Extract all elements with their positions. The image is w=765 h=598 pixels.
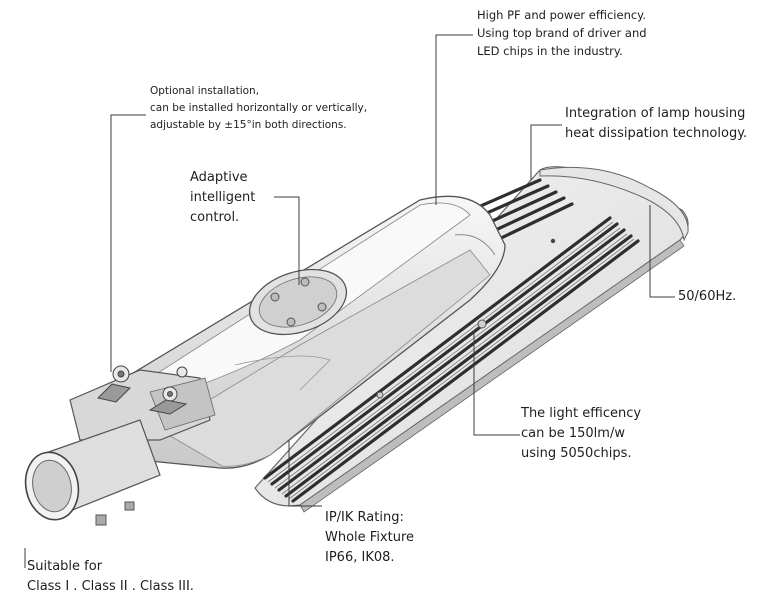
- optional-installation-note: Optional installation, can be installed …: [150, 85, 368, 131]
- high-pf-note: High PF and power efficiency. Using top …: [477, 8, 647, 58]
- frequency-note: 50/60Hz.: [678, 289, 737, 304]
- integration-note: Integration of lamp housing heat dissipa…: [565, 106, 748, 141]
- tray-lip: [299, 239, 685, 513]
- class-suitability-note: Suitable for Class I . Class II . Class …: [27, 559, 194, 594]
- light-efficiency-note: The light efficency can be 150lm/w using…: [521, 406, 642, 461]
- tray-end-cap: [539, 166, 689, 242]
- adaptive-control-note: Adaptive intelligent control.: [190, 170, 256, 225]
- leader-lines: [24, 34, 675, 568]
- ip-ik-rating-note: IP/IK Rating: Whole Fixture IP66, IK08.: [325, 510, 415, 565]
- adjustment-knobs: [97, 365, 188, 415]
